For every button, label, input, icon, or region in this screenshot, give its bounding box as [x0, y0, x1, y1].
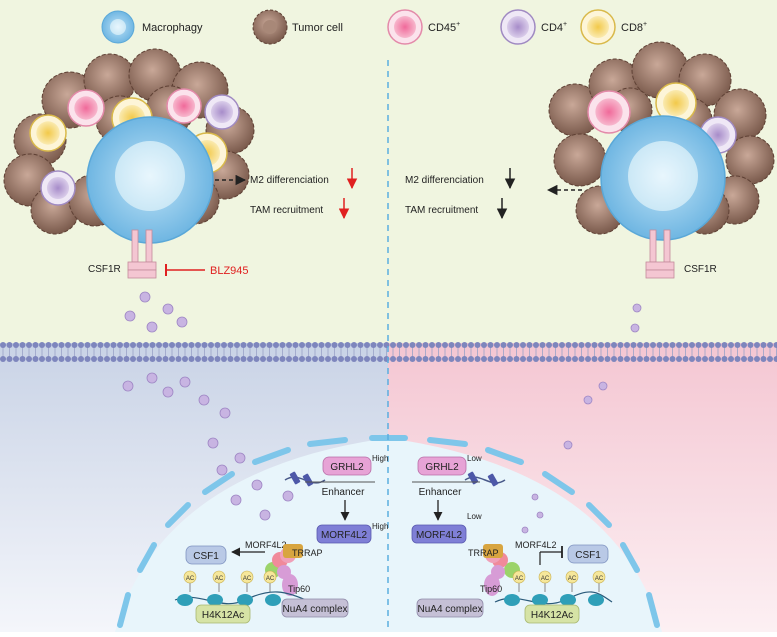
- right-tam-label: TAM recruitment: [405, 205, 478, 216]
- right-grhl2-label: GRHL2: [425, 462, 459, 473]
- left-enhancer-label: Enhancer: [322, 487, 365, 498]
- legend-cd45-sup: +: [456, 21, 460, 28]
- left-tam-label: TAM recruitment: [250, 205, 323, 216]
- svg-text:AC: AC: [215, 576, 224, 582]
- cd4-cell: [41, 171, 75, 205]
- right-enhancer-label: Enhancer: [419, 487, 462, 498]
- legend-macrophage-label: Macrophagy: [142, 22, 203, 34]
- legend-cd4-label: CD4: [541, 22, 563, 34]
- left-trrap-label: TRRAP: [292, 548, 323, 558]
- right-macrophage-nucleus: [628, 141, 698, 211]
- right-grhl2-level: Low: [467, 454, 482, 463]
- cd45-cell: [588, 91, 630, 133]
- legend-cd45-label: CD45: [428, 22, 456, 34]
- left-csf1-label: CSF1: [193, 551, 219, 562]
- right-morf4l2-level: Low: [467, 512, 482, 521]
- svg-text:AC: AC: [243, 576, 252, 582]
- left-morf4l2-label: MORF4L2: [321, 530, 368, 541]
- cd45-cell: [68, 90, 104, 126]
- svg-text:AC: AC: [515, 576, 524, 582]
- right-m2-label: M2 differenciation: [405, 175, 484, 186]
- svg-text:AC: AC: [541, 576, 550, 582]
- cd45-cell: [167, 89, 201, 123]
- left-m2-label: M2 differenciation: [250, 175, 329, 186]
- svg-text:AC: AC: [266, 576, 275, 582]
- right-h4k12ac-label: H4K12Ac: [531, 610, 573, 621]
- left-macrophage: [87, 117, 213, 243]
- right-nua4-label: NuA4 complex: [417, 604, 482, 615]
- left-tip60-label: Tip60: [288, 584, 310, 594]
- left-nua4-label: NuA4 complex: [282, 604, 347, 615]
- left-h4k12ac-label: H4K12Ac: [202, 610, 244, 621]
- left-grhl2-level: High: [372, 454, 388, 463]
- left-grhl2-label: GRHL2: [330, 462, 364, 473]
- legend-cd8-label: CD8: [621, 22, 643, 34]
- right-csf1r-label: CSF1R: [684, 264, 717, 275]
- svg-text:AC: AC: [595, 576, 604, 582]
- left-morf4l2-level: High: [372, 522, 388, 531]
- right-trrap-label: TRRAP: [468, 548, 499, 558]
- left-macrophage-nucleus: [115, 141, 185, 211]
- svg-text:AC: AC: [186, 576, 195, 582]
- legend-tumor-label: Tumor cell: [292, 22, 343, 34]
- svg-text:CD45+: CD45+: [428, 21, 460, 34]
- legend-cd8-sup: +: [643, 21, 647, 28]
- svg-text:AC: AC: [568, 576, 577, 582]
- legend-cd4-sup: +: [563, 21, 567, 28]
- tumor-cell: [554, 134, 606, 186]
- cd4-cell: [205, 95, 239, 129]
- left-csf1r-label: CSF1R: [88, 264, 121, 275]
- left-morf4l2-complex-label: MORF4L2: [245, 540, 287, 550]
- blz945-label: BLZ945: [210, 265, 249, 277]
- right-macrophage: [601, 116, 725, 240]
- right-csf1-label: CSF1: [575, 550, 601, 561]
- cd8-cell: [30, 115, 66, 151]
- right-tip60-label: Tip60: [480, 584, 502, 594]
- right-morf4l2-label: MORF4L2: [416, 530, 463, 541]
- right-morf4l2-complex-label: MORF4L2: [515, 540, 557, 550]
